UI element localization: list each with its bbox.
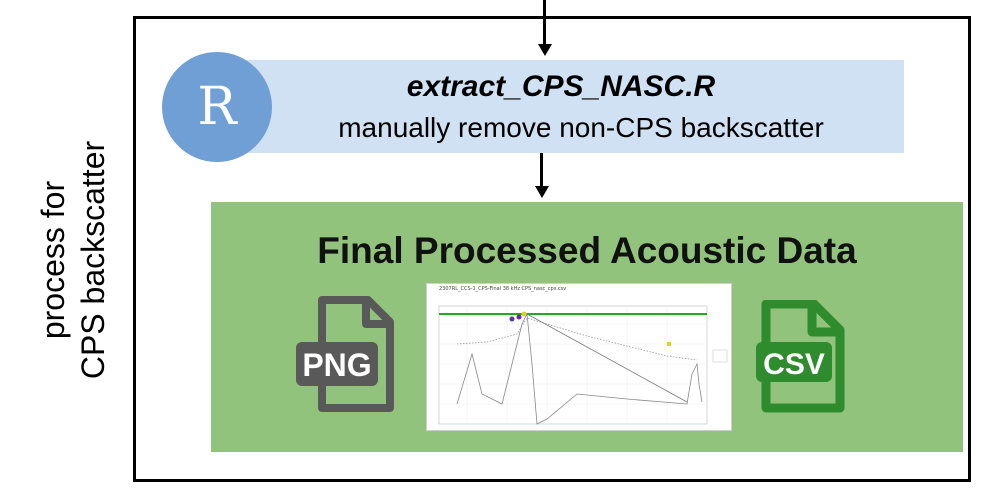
middle-arrow-line — [540, 153, 543, 187]
side-label-line1: process for — [35, 180, 71, 340]
echogram-thumbnail: 2307RL_CCS-1_CPS-Final 38 kHz CPS_nasc_c… — [426, 283, 732, 431]
incoming-arrow-head — [538, 44, 552, 56]
r-logo-letter: R — [197, 77, 237, 137]
thumbnail-plot — [438, 305, 728, 425]
final-data-title: Final Processed Acoustic Data — [317, 230, 857, 271]
csv-label: CSV — [763, 348, 825, 381]
side-label: process for CPS backscatter — [18, 60, 128, 460]
incoming-arrow-line — [543, 0, 546, 44]
process-frame — [133, 16, 971, 482]
png-file-icon: PNG — [296, 296, 394, 412]
script-box: extract_CPS_NASC.R manually remove non-C… — [218, 60, 904, 153]
script-filename: extract_CPS_NASC.R — [406, 70, 716, 103]
middle-arrow-head — [535, 186, 549, 198]
r-logo-icon: R — [162, 52, 272, 162]
side-label-line2: CPS backscatter — [75, 140, 111, 380]
csv-file-icon: CSV — [756, 300, 845, 413]
script-description: manually remove non-CPS backscatter — [338, 112, 824, 143]
thumbnail-title: 2307RL_CCS-1_CPS-Final 38 kHz CPS_nasc_c… — [439, 286, 567, 292]
png-label: PNG — [302, 347, 371, 383]
